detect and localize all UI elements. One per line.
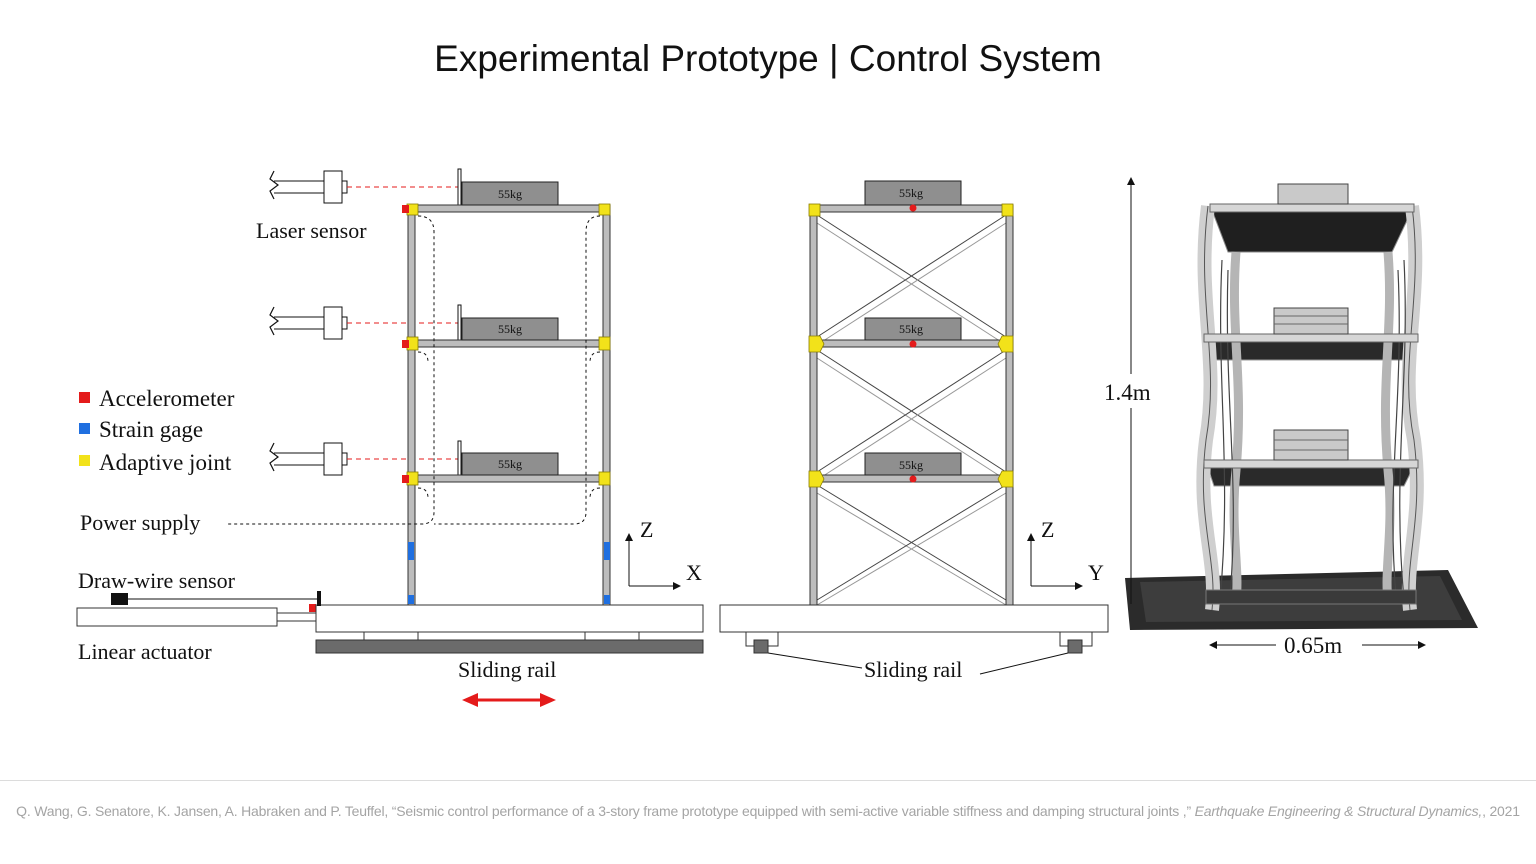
laser-sensor-label: Laser sensor [256,218,367,243]
axis-z-label-side: Z [640,517,653,542]
adaptive-joints-side [406,203,611,486]
sliding-rail-label-side: Sliding rail [458,657,556,682]
draw-wire-sensor-label: Draw-wire sensor [78,568,236,593]
linear-actuator [76,607,317,627]
front-view: 55kg 55kg 55kg Sliding r [719,180,1109,682]
axis-yz [1027,533,1083,590]
prototype-diagram: Accelerometer Strain gage Adaptive joint [76,168,1478,707]
sliding-rail-leaders [767,652,1069,675]
citation-journal: Earthquake Engineering & Structural Dyna… [1194,803,1483,819]
power-supply-wiring [228,215,601,525]
mass-block-top-front: 55kg [864,180,962,206]
adaptive-joints-front [808,203,1014,488]
laser-sensor-bottom [269,442,458,476]
prototype-photo [1125,183,1478,630]
mass-block-middle-front: 55kg [864,317,962,341]
axis-y-label: Y [1088,560,1104,585]
accelerometers-side [309,205,409,612]
width-label: 0.65m [1284,633,1342,658]
svg-text:55kg: 55kg [899,458,923,472]
height-dimension [1100,177,1160,604]
legend-swatch-adaptive-joint [79,455,90,466]
legend: Accelerometer Strain gage Adaptive joint [79,386,235,475]
footer-divider [0,780,1536,781]
mass-block-top: 55kg [461,181,559,206]
linear-actuator-label: Linear actuator [78,639,212,664]
sliding-rail-side [315,639,704,654]
laser-sensor-top [269,170,458,204]
legend-swatch-accelerometer [79,392,90,403]
strain-gages-side [408,542,610,604]
height-label: 1.4m [1104,380,1151,405]
axis-xz [625,533,681,590]
shake-table-base-front [719,604,1109,633]
svg-text:55kg: 55kg [498,187,522,201]
legend-label-adaptive-joint: Adaptive joint [99,450,232,475]
legend-label-strain-gage: Strain gage [99,417,203,442]
mass-block-bottom: 55kg [461,452,559,476]
motion-arrow [462,693,556,707]
slide-title: Experimental Prototype | Control System [434,38,1102,79]
cross-bracing [816,214,1007,606]
sliding-rail-label-front: Sliding rail [864,657,962,682]
citation: Q. Wang, G. Senatore, K. Jansen, A. Habr… [0,803,1536,819]
mass-block-bottom-front: 55kg [864,452,962,476]
svg-text:55kg: 55kg [899,322,923,336]
svg-text:55kg: 55kg [498,457,522,471]
side-view: Laser sensor 55kg 55kg 55kg [76,168,704,707]
svg-text:55kg: 55kg [899,186,923,200]
legend-label-accelerometer: Accelerometer [99,386,235,411]
draw-wire-sensor [111,591,321,606]
laser-sensor-middle [269,306,458,340]
axis-z-label-front: Z [1041,517,1054,542]
citation-year: , 2021 [1482,803,1520,819]
svg-text:55kg: 55kg [498,322,522,336]
citation-authors-title: Q. Wang, G. Senatore, K. Jansen, A. Habr… [16,803,1195,819]
legend-swatch-strain-gage [79,423,90,434]
power-supply-label: Power supply [80,510,200,535]
shake-table-base [315,604,704,633]
mass-block-middle: 55kg [461,317,559,341]
axis-x-label: X [686,560,702,585]
